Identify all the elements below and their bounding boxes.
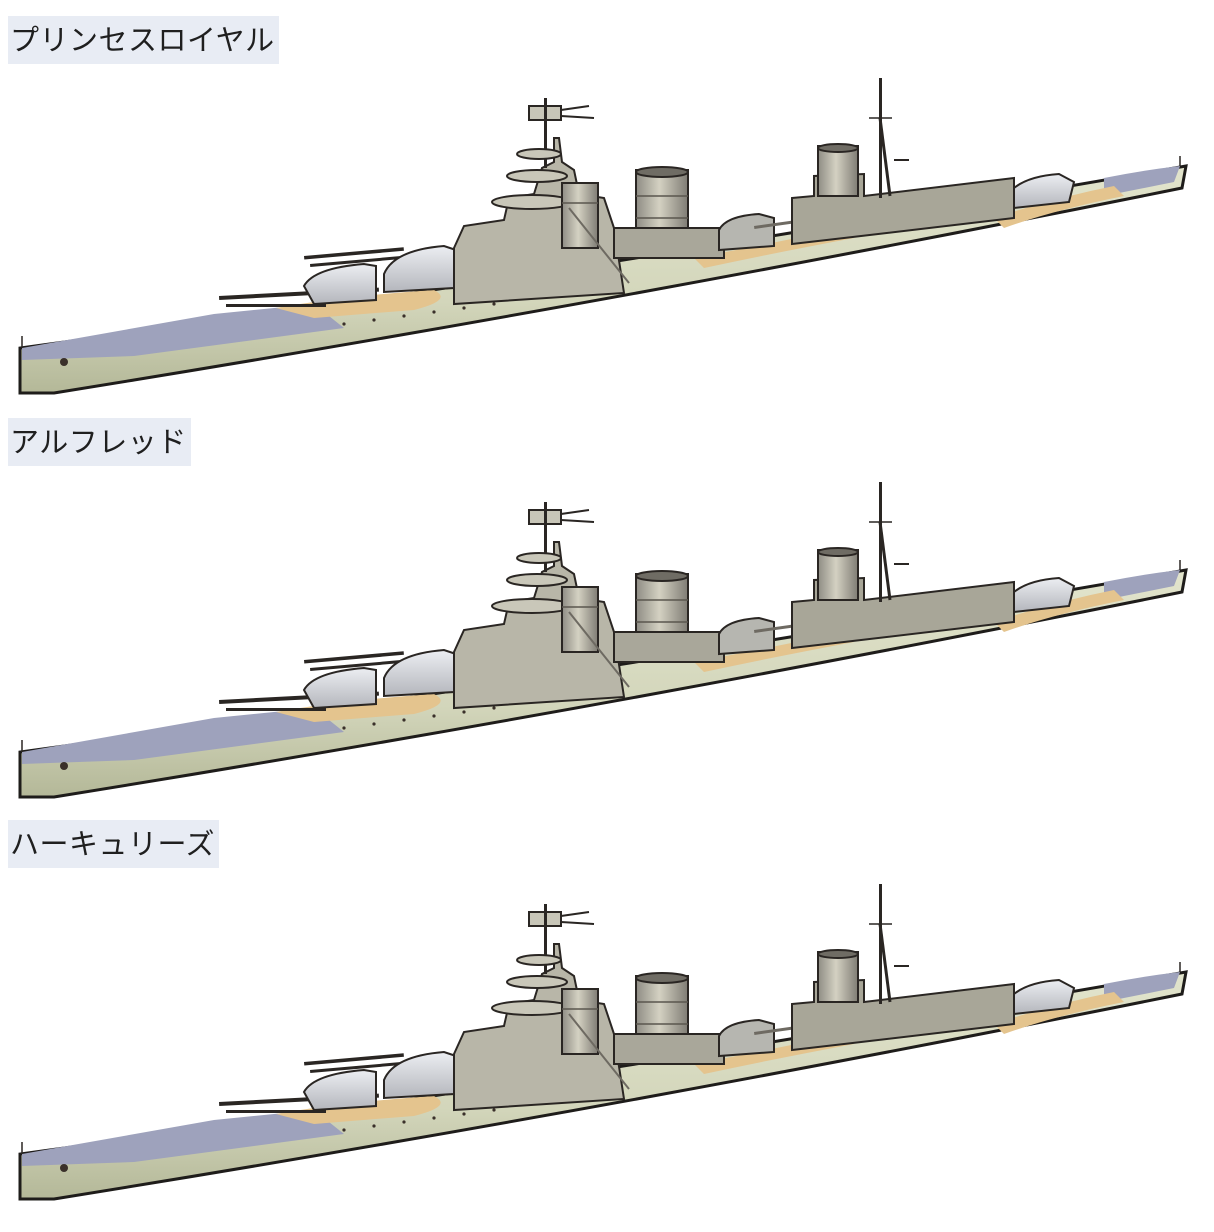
ship-illustration bbox=[14, 884, 1190, 1214]
ship-name-label: アルフレッド bbox=[8, 418, 191, 466]
battlecruiser-icon bbox=[18, 482, 1188, 799]
ship-name-label: ハーキュリーズ bbox=[8, 820, 220, 868]
battlecruiser-icon bbox=[18, 884, 1188, 1201]
battlecruiser-icon bbox=[18, 78, 1188, 395]
ship-illustration bbox=[14, 78, 1190, 408]
ship-illustration bbox=[14, 482, 1190, 812]
ship-name-label: プリンセスロイヤル bbox=[8, 16, 279, 64]
